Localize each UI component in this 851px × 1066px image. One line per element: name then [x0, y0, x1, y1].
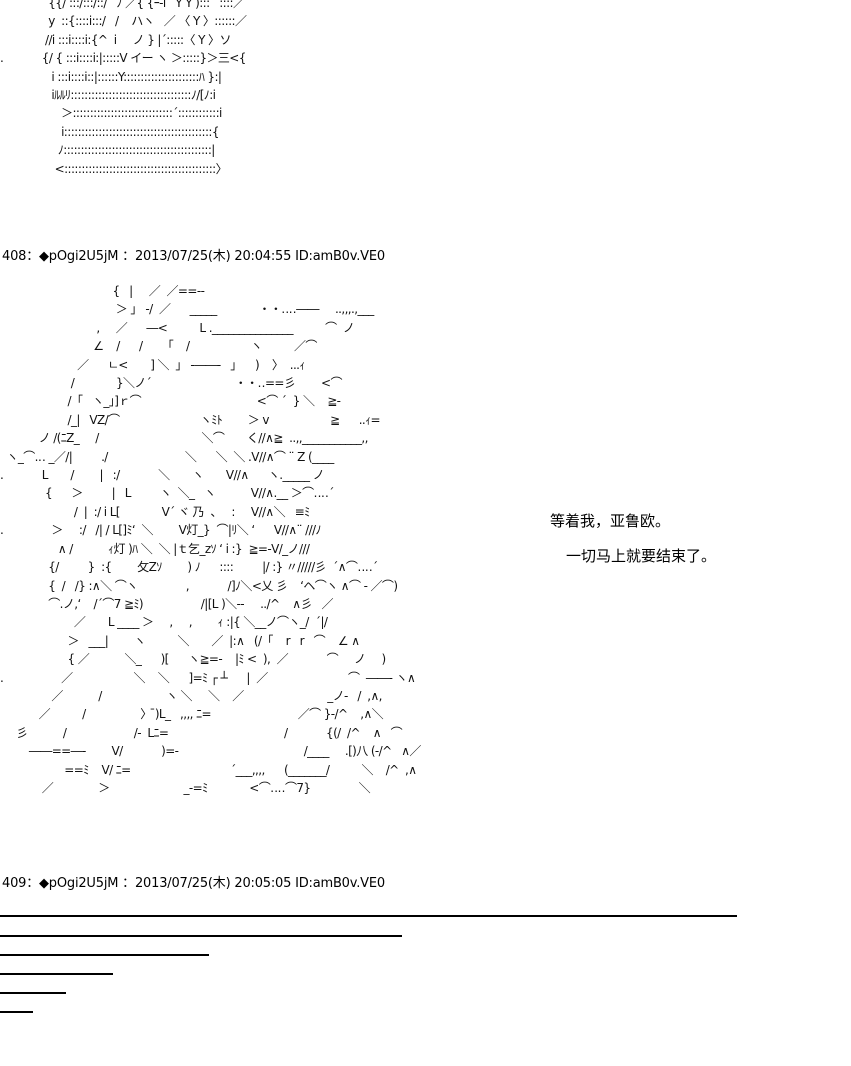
ascii-art-main: { | ／ ／==‐- ＞ ｣ ‐/ ／ _____ ・・‥‥―― ..,,,.…: [0, 284, 421, 795]
ascii-art-top: {{/ :::/:::/::/ ﾉ ／{ {ｰ‐i Y Y )::: ::::／…: [0, 0, 247, 176]
speech-line-1: 等着我，亚鲁欧。: [550, 512, 671, 530]
post-header-409: 409：◆pOgi2U5jM ：2013/07/25(木) 20:05:05 I…: [2, 876, 385, 891]
post-header-408: 408：◆pOgi2U5jM ：2013/07/25(木) 20:04:55 I…: [2, 249, 385, 264]
underline-rule-5: [0, 992, 66, 994]
speech-line-2: 一切马上就要结束了。: [566, 547, 717, 565]
underline-rule-2: [0, 935, 402, 937]
underline-rule-1: [0, 915, 737, 917]
underline-rule-4: [0, 973, 113, 975]
underline-rule-6: [0, 1011, 33, 1013]
underline-rule-3: [0, 954, 209, 956]
